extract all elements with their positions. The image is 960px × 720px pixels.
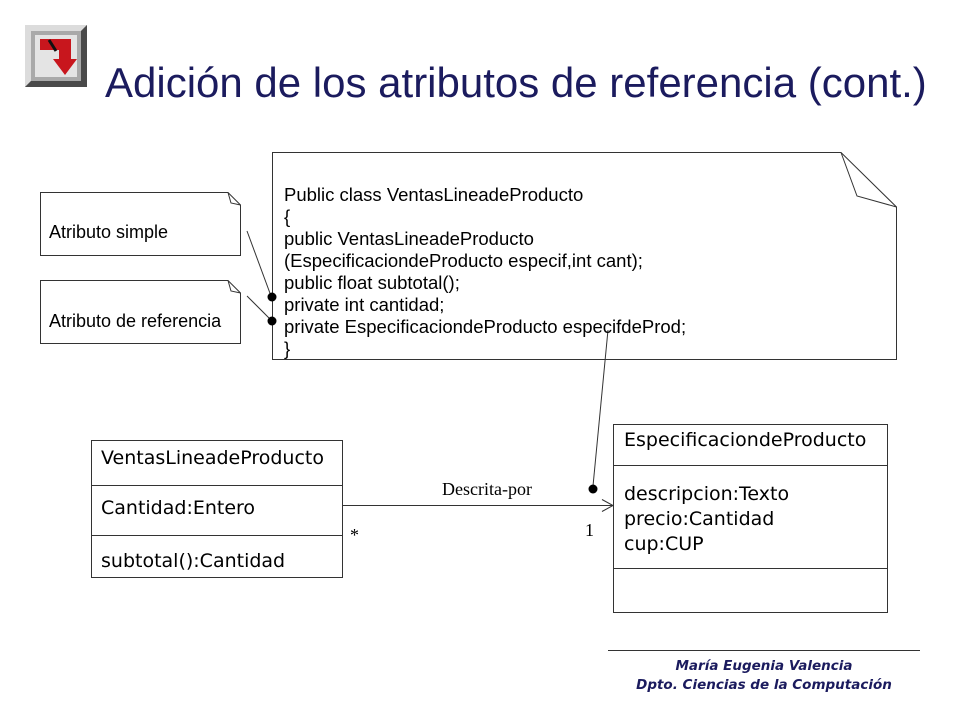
connector-reference-attribute	[246, 295, 272, 321]
association-multiplicity-source: *	[350, 525, 359, 545]
code-line: (EspecificaciondeProducto especif,int ca…	[284, 250, 643, 271]
note-code-text: Public class VentasLineadeProducto { pub…	[284, 184, 686, 360]
code-line: Public class VentasLineadeProducto	[284, 184, 584, 205]
connector-simple-attribute	[246, 230, 272, 297]
note-simple-attribute-fold	[227, 192, 241, 206]
note-simple-attribute-label: Atributo simple	[49, 222, 169, 242]
logo-icon	[25, 25, 87, 87]
code-line: }	[284, 338, 291, 359]
note-reference-attribute-fold	[227, 280, 241, 294]
class-ventas-name: VentasLineadeProducto	[101, 447, 324, 469]
association-arrowhead	[601, 499, 615, 512]
class-especificacion-name: EspecificaciondeProducto	[624, 429, 867, 451]
code-line: private EspecificaciondeProducto especif…	[284, 316, 687, 337]
note-reference-attribute-label: Atributo de referencia	[49, 311, 222, 331]
anchor-dot-association	[588, 484, 598, 494]
code-line: private int cantidad;	[284, 294, 445, 315]
connector-especifdeprod	[592, 329, 609, 487]
class-especificacion-attribute: cup:CUP	[624, 533, 704, 555]
code-line: public VentasLineadeProducto	[284, 228, 534, 249]
class-especificacion-attribute: descripcion:Texto	[624, 483, 790, 505]
class-ventas-attribute: Cantidad:Entero	[101, 497, 256, 519]
class-especificacion-attribute: precio:Cantidad	[624, 508, 775, 530]
code-line: public float subtotal();	[284, 272, 460, 293]
footer-author: María Eugenia Valencia	[675, 658, 853, 674]
footer-department: Dpto. Ciencias de la Computación	[636, 677, 892, 693]
anchor-dot-reference	[267, 316, 277, 326]
association-label: Descrita-por	[442, 479, 532, 499]
class-especificacion-box	[613, 424, 888, 613]
code-line: {	[284, 206, 291, 227]
class-ventas-box	[91, 440, 343, 578]
class-especificacion-attributes: descripcion:Texto precio:Cantidad cup:CU…	[624, 482, 789, 557]
logo-stroke-mark	[47, 39, 58, 52]
logo-arrow-shape	[40, 39, 77, 75]
anchor-dot-simple	[267, 292, 277, 302]
slide-title: Adición de los atributos de referencia (…	[105, 59, 927, 106]
note-simple-attribute-box	[40, 192, 241, 256]
note-reference-attribute-box	[40, 280, 241, 344]
association-multiplicity-target: 1	[585, 520, 594, 540]
class-ventas-method: subtotal():Cantidad	[101, 550, 286, 572]
note-code-fold	[840, 152, 897, 208]
footer: María Eugenia Valencia Dpto. Ciencias de…	[608, 657, 920, 695]
